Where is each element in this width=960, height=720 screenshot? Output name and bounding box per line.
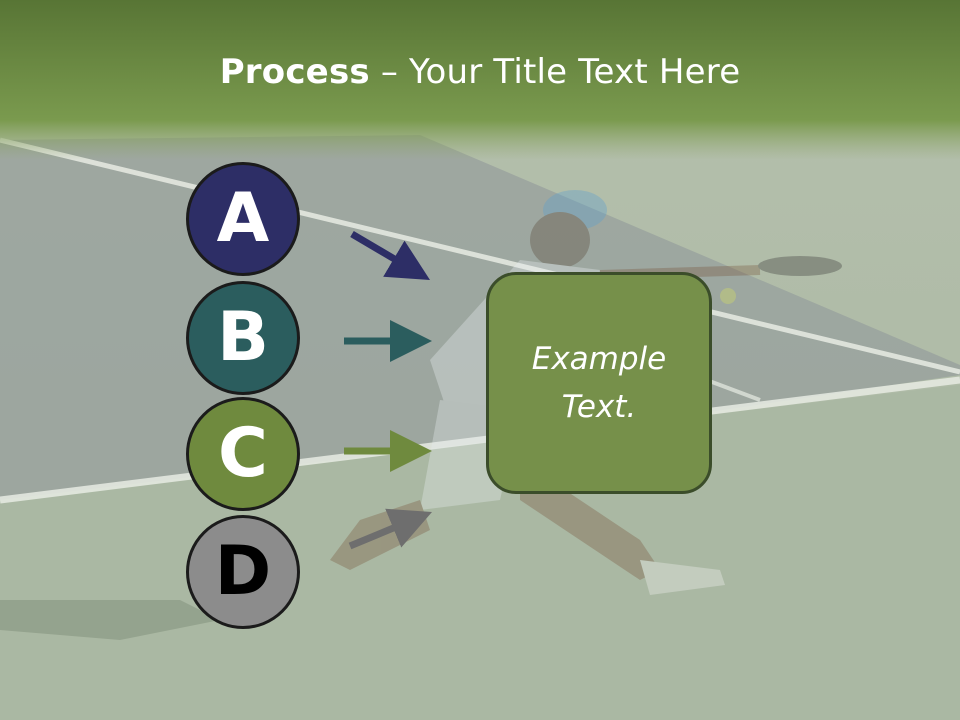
step-letter-d: D: [214, 532, 272, 611]
title-bold: Process: [219, 52, 370, 92]
arrow-a: [350, 230, 431, 280]
result-box: Example Text.: [486, 272, 712, 494]
slide-title: Process – Your Title Text Here: [0, 52, 960, 92]
result-line-2: Text.: [561, 389, 637, 425]
step-letter-c: C: [218, 414, 268, 493]
step-circle-a: A: [186, 162, 300, 276]
arrow-d: [348, 508, 432, 550]
step-letter-a: A: [216, 179, 270, 258]
title-rest: – Your Title Text Here: [369, 52, 741, 92]
result-line-1: Example: [531, 341, 667, 377]
step-circle-b: B: [186, 281, 300, 395]
step-letter-b: B: [217, 298, 269, 377]
step-circle-d: D: [186, 515, 300, 629]
step-circle-c: C: [186, 397, 300, 511]
